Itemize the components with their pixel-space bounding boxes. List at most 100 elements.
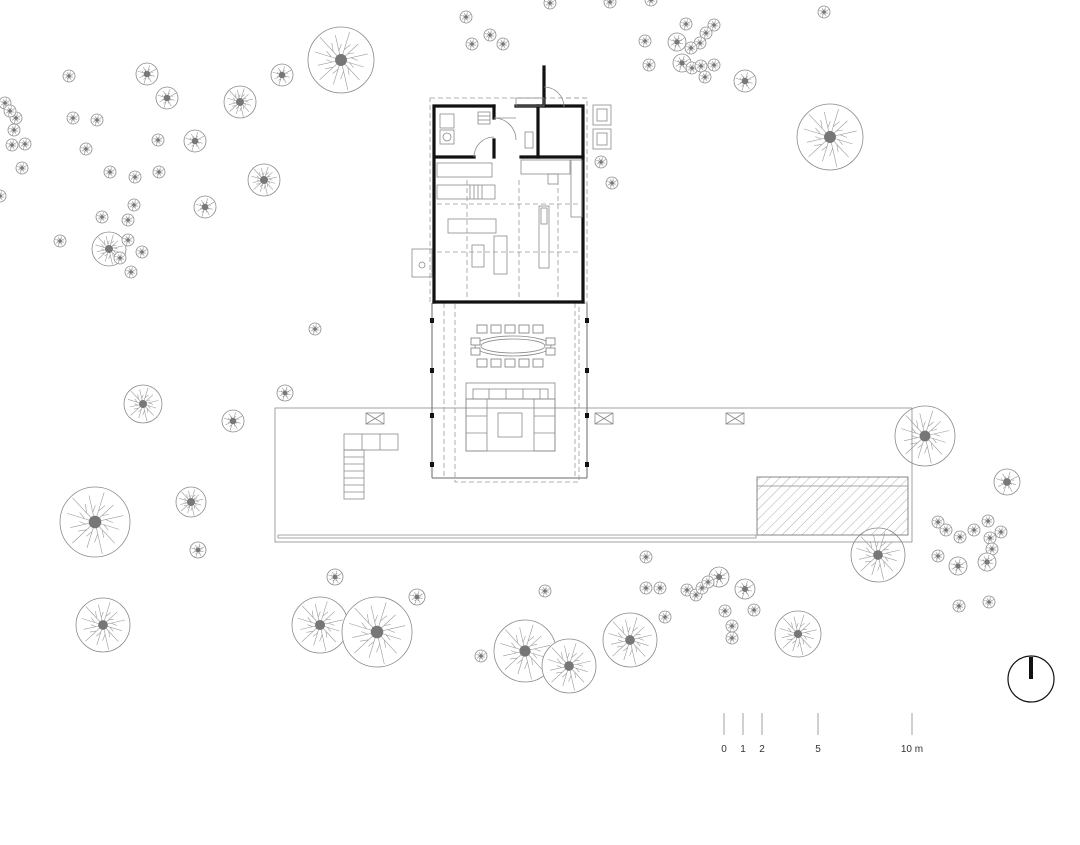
shrub-icon	[981, 514, 995, 528]
tree-canopy-icon	[307, 26, 375, 94]
shrub-icon	[189, 541, 207, 559]
dining-chair	[470, 337, 481, 346]
tree-canopy-icon	[850, 527, 906, 583]
tree-canopy-icon	[774, 610, 822, 658]
shrub-icon	[124, 265, 138, 279]
dining-chair	[476, 324, 488, 334]
tree-canopy-icon	[541, 638, 597, 694]
shrub-icon	[127, 198, 141, 212]
shrub-icon	[698, 70, 712, 84]
shrub-icon	[113, 251, 127, 265]
shrub-icon	[694, 59, 708, 73]
tree-canopy-icon	[175, 486, 207, 518]
shrub-icon	[982, 595, 996, 609]
dining-chair	[470, 347, 481, 356]
dining-chair	[504, 324, 516, 334]
skylight-marker	[365, 412, 385, 425]
dining-chair	[490, 324, 502, 334]
dining-chair	[532, 358, 544, 368]
dining-chair	[490, 358, 502, 368]
shrub-icon	[155, 86, 179, 110]
shrub-icon	[967, 523, 981, 537]
tree-canopy-icon	[894, 405, 956, 467]
shrub-icon	[193, 195, 217, 219]
shrub-icon	[977, 552, 997, 572]
dining-chair	[545, 337, 556, 346]
terrace-platform	[274, 407, 913, 543]
covered-porch	[430, 302, 589, 483]
shrub-icon	[594, 155, 608, 169]
dining-chair	[504, 358, 516, 368]
shrub-icon	[276, 384, 294, 402]
shrub-icon	[135, 62, 159, 86]
shrub-icon	[994, 525, 1008, 539]
shrub-icon	[95, 210, 109, 224]
north-arrow-icon	[1007, 655, 1055, 703]
shrub-icon	[952, 599, 966, 613]
shrub-icon	[642, 58, 656, 72]
dining-chair	[518, 324, 530, 334]
dining-chairs	[470, 324, 556, 368]
shrub-icon	[543, 0, 557, 10]
shrub-icon	[639, 550, 653, 564]
shrub-icon	[121, 213, 135, 227]
tree-canopy-icon	[602, 612, 658, 668]
shrub-icon	[66, 111, 80, 125]
shrub-icon	[639, 581, 653, 595]
shrub-icon	[308, 322, 322, 336]
shrub-icon	[15, 161, 29, 175]
shrub-icon	[734, 578, 756, 600]
shrub-icon	[183, 129, 207, 153]
shrub-icon	[483, 28, 497, 42]
shrub-icon	[725, 631, 739, 645]
shrub-icon	[135, 245, 149, 259]
shrub-icon	[679, 17, 693, 31]
shrub-icon	[684, 41, 698, 55]
shrub-icon	[79, 142, 93, 156]
vegetation	[0, 0, 1021, 694]
shrub-icon	[667, 32, 687, 52]
lounge-sofa	[465, 382, 556, 452]
shrub-icon	[931, 549, 945, 563]
shrub-icon	[605, 176, 619, 190]
shrub-icon	[0, 189, 7, 203]
tree-canopy-icon	[341, 596, 413, 668]
shrub-icon	[707, 58, 721, 72]
shrub-icon	[699, 26, 713, 40]
dining-table	[474, 335, 552, 357]
shrub-icon	[603, 0, 617, 9]
tree-canopy-icon	[75, 597, 131, 653]
tree-canopy-icon	[223, 85, 257, 119]
shrub-icon	[931, 515, 945, 529]
shrub-icon	[653, 581, 667, 595]
shrub-icon	[953, 530, 967, 544]
skylight-marker	[725, 412, 745, 425]
scale-label-10: 10 m	[901, 744, 923, 755]
shrub-icon	[496, 37, 510, 51]
shrub-icon	[725, 619, 739, 633]
shrub-icon	[644, 0, 658, 7]
scale-label-1: 1	[740, 744, 746, 755]
shrub-icon	[7, 123, 21, 137]
tree-canopy-icon	[123, 384, 163, 424]
dining-chair	[545, 347, 556, 356]
scale-label-5: 5	[815, 744, 821, 755]
shrub-icon	[103, 165, 117, 179]
dining-chair	[518, 358, 530, 368]
shrub-icon	[747, 603, 761, 617]
exterior-stair	[343, 433, 399, 500]
skylight-marker	[594, 412, 614, 425]
shrub-icon	[817, 5, 831, 19]
shrub-icon	[221, 409, 245, 433]
scale-bar: 0 1 2 5 10 m	[721, 713, 923, 755]
scale-label-2: 2	[759, 744, 765, 755]
house-interior	[411, 65, 612, 304]
shrub-icon	[948, 556, 968, 576]
tree-canopy-icon	[247, 163, 281, 197]
tree-canopy-icon	[796, 103, 864, 171]
shrub-icon	[701, 575, 715, 589]
shrub-icon	[538, 584, 552, 598]
pool	[756, 476, 909, 536]
tree-canopy-icon	[291, 596, 349, 654]
shrub-icon	[18, 137, 32, 151]
